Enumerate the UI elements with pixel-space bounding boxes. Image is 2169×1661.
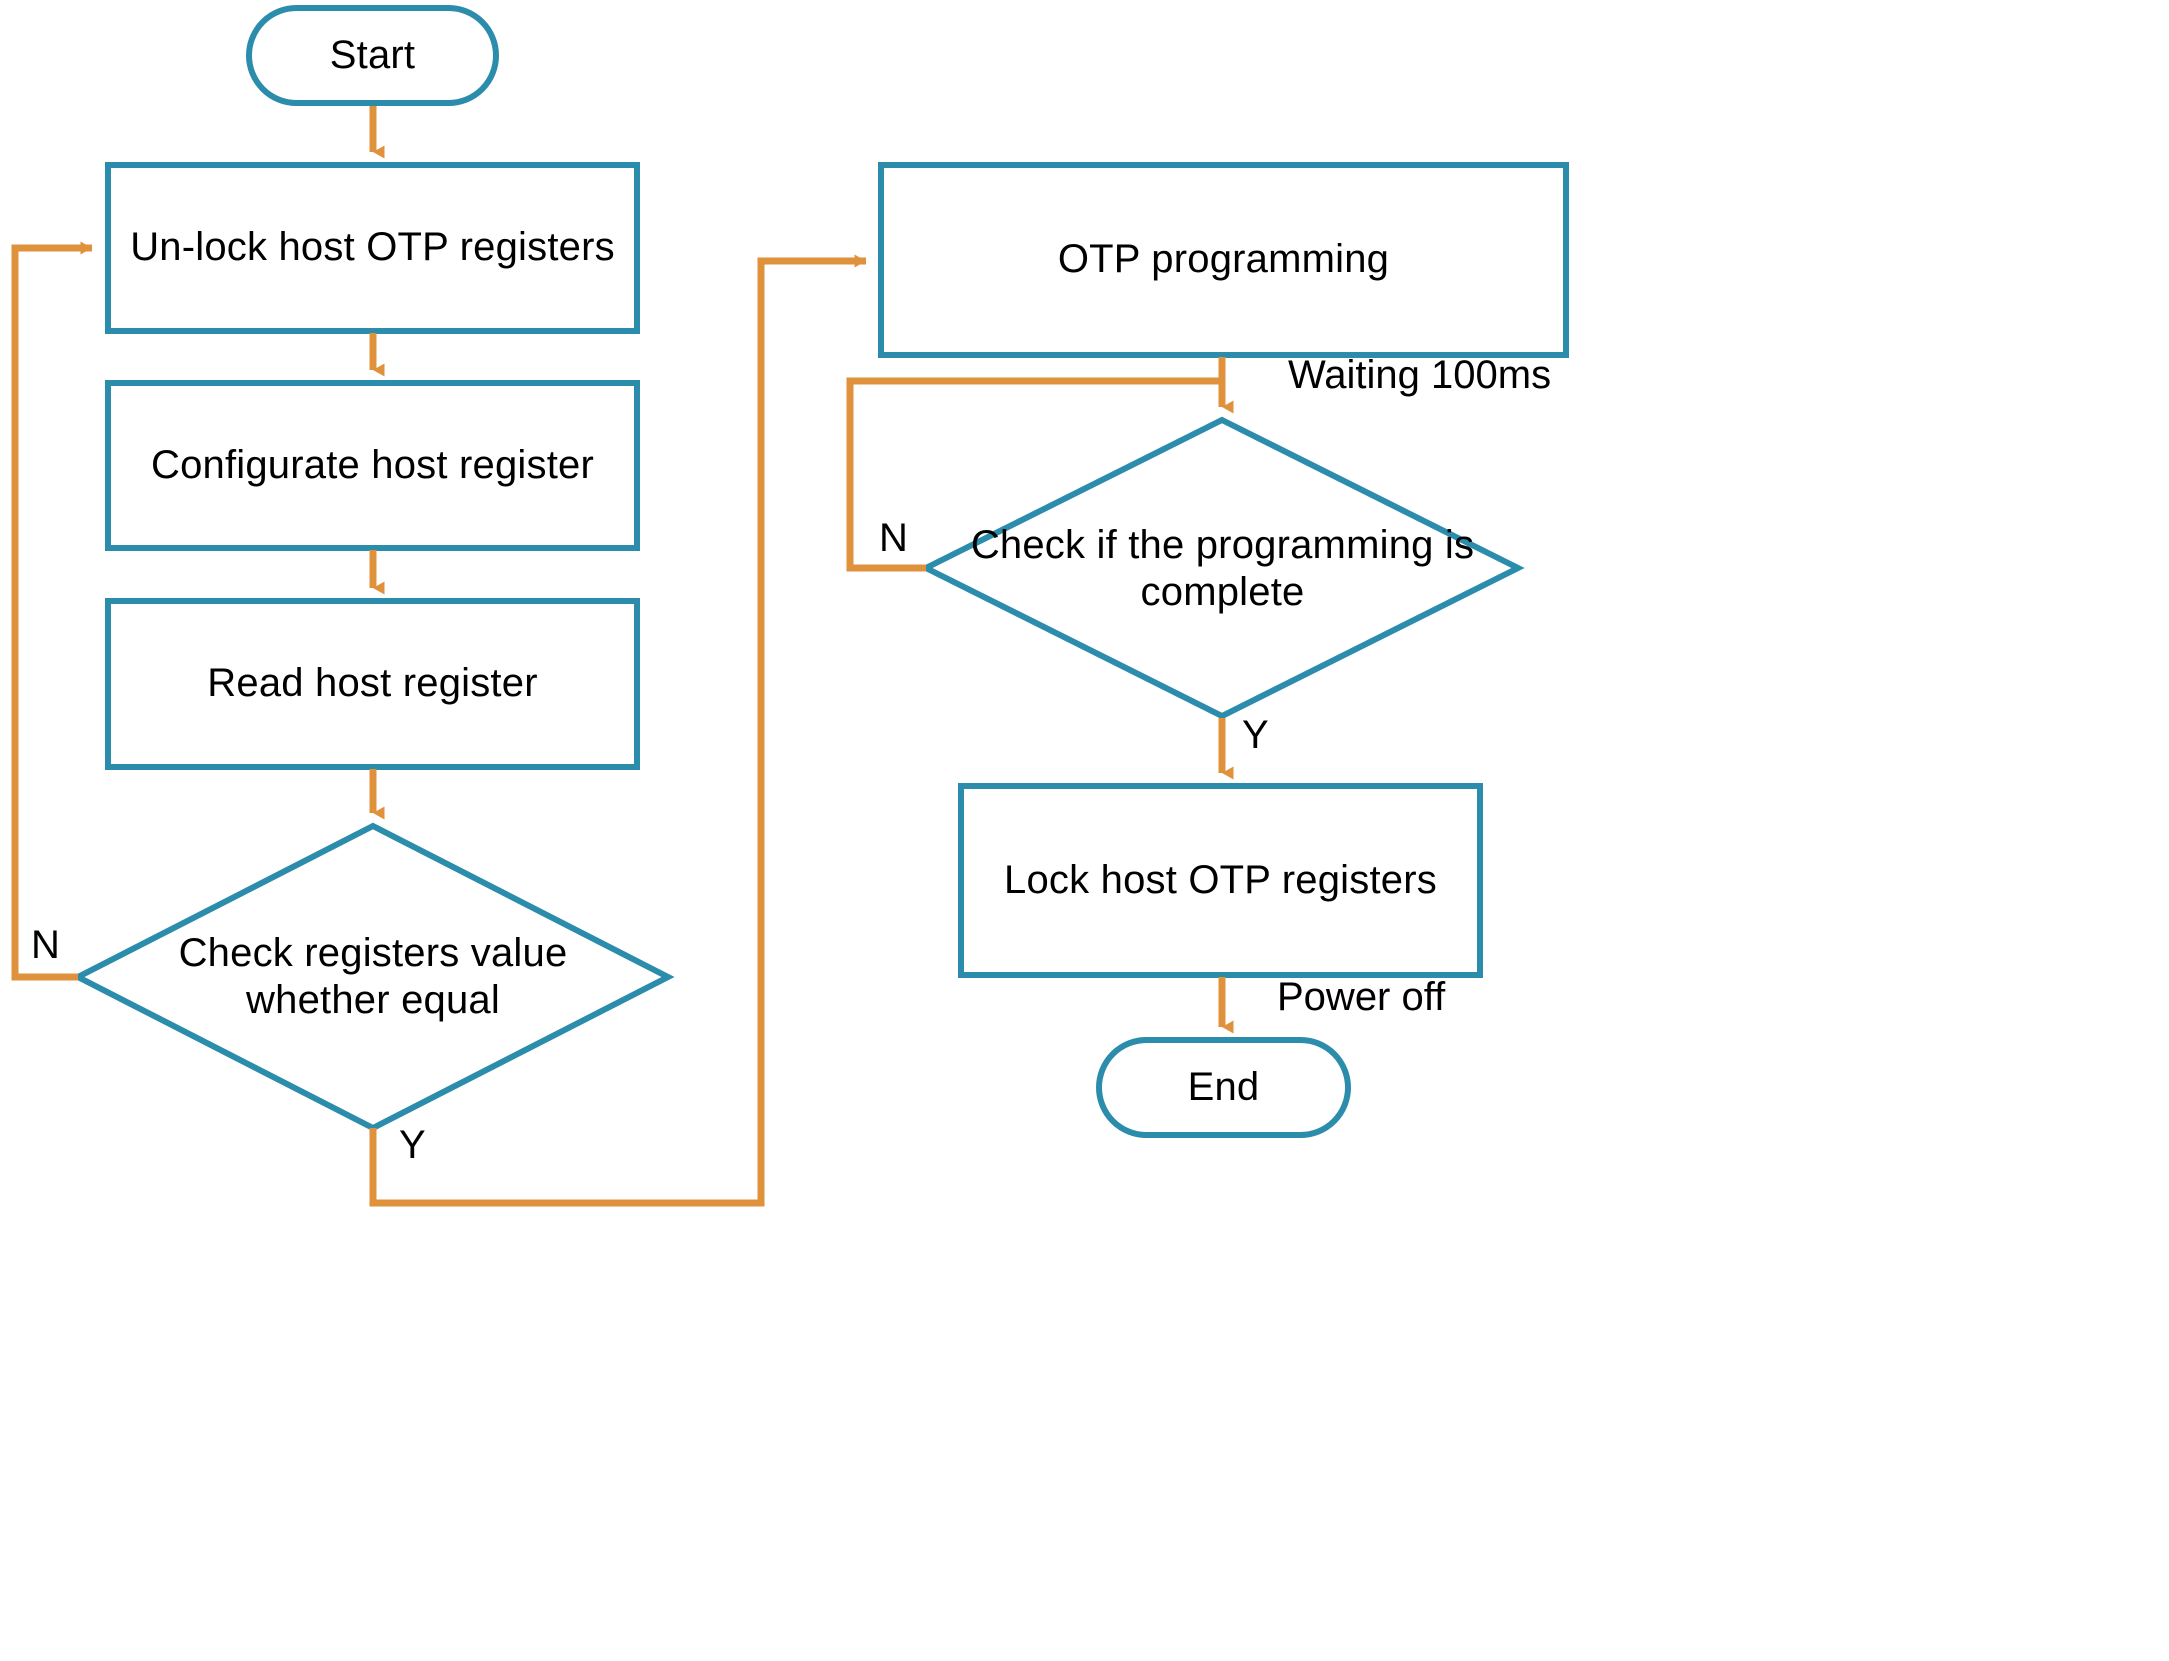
shape-read (105, 598, 640, 770)
shape-check-complete (919, 416, 1525, 720)
shape-otp-programming (878, 162, 1569, 358)
edge-label-left-yes: Y (399, 1123, 426, 1167)
shape-lock (958, 783, 1483, 978)
shape-unlock (105, 162, 640, 334)
shape-check-equal (71, 822, 675, 1132)
shape-start (246, 5, 499, 106)
edge-label-right-no: N (879, 516, 908, 560)
edge-check-equal-yes (369, 254, 866, 1207)
shape-configurate (105, 380, 640, 551)
edge-label-waiting: Waiting 100ms (1288, 353, 1552, 397)
edge-check-complete-no-loop (846, 377, 1222, 572)
edge-check-equal-no-loop (11, 241, 92, 981)
edge-label-power-off: Power off (1277, 975, 1446, 1019)
shape-end (1096, 1037, 1351, 1138)
edge-label-left-no: N (31, 923, 60, 967)
edge-label-right-yes: Y (1242, 713, 1269, 757)
